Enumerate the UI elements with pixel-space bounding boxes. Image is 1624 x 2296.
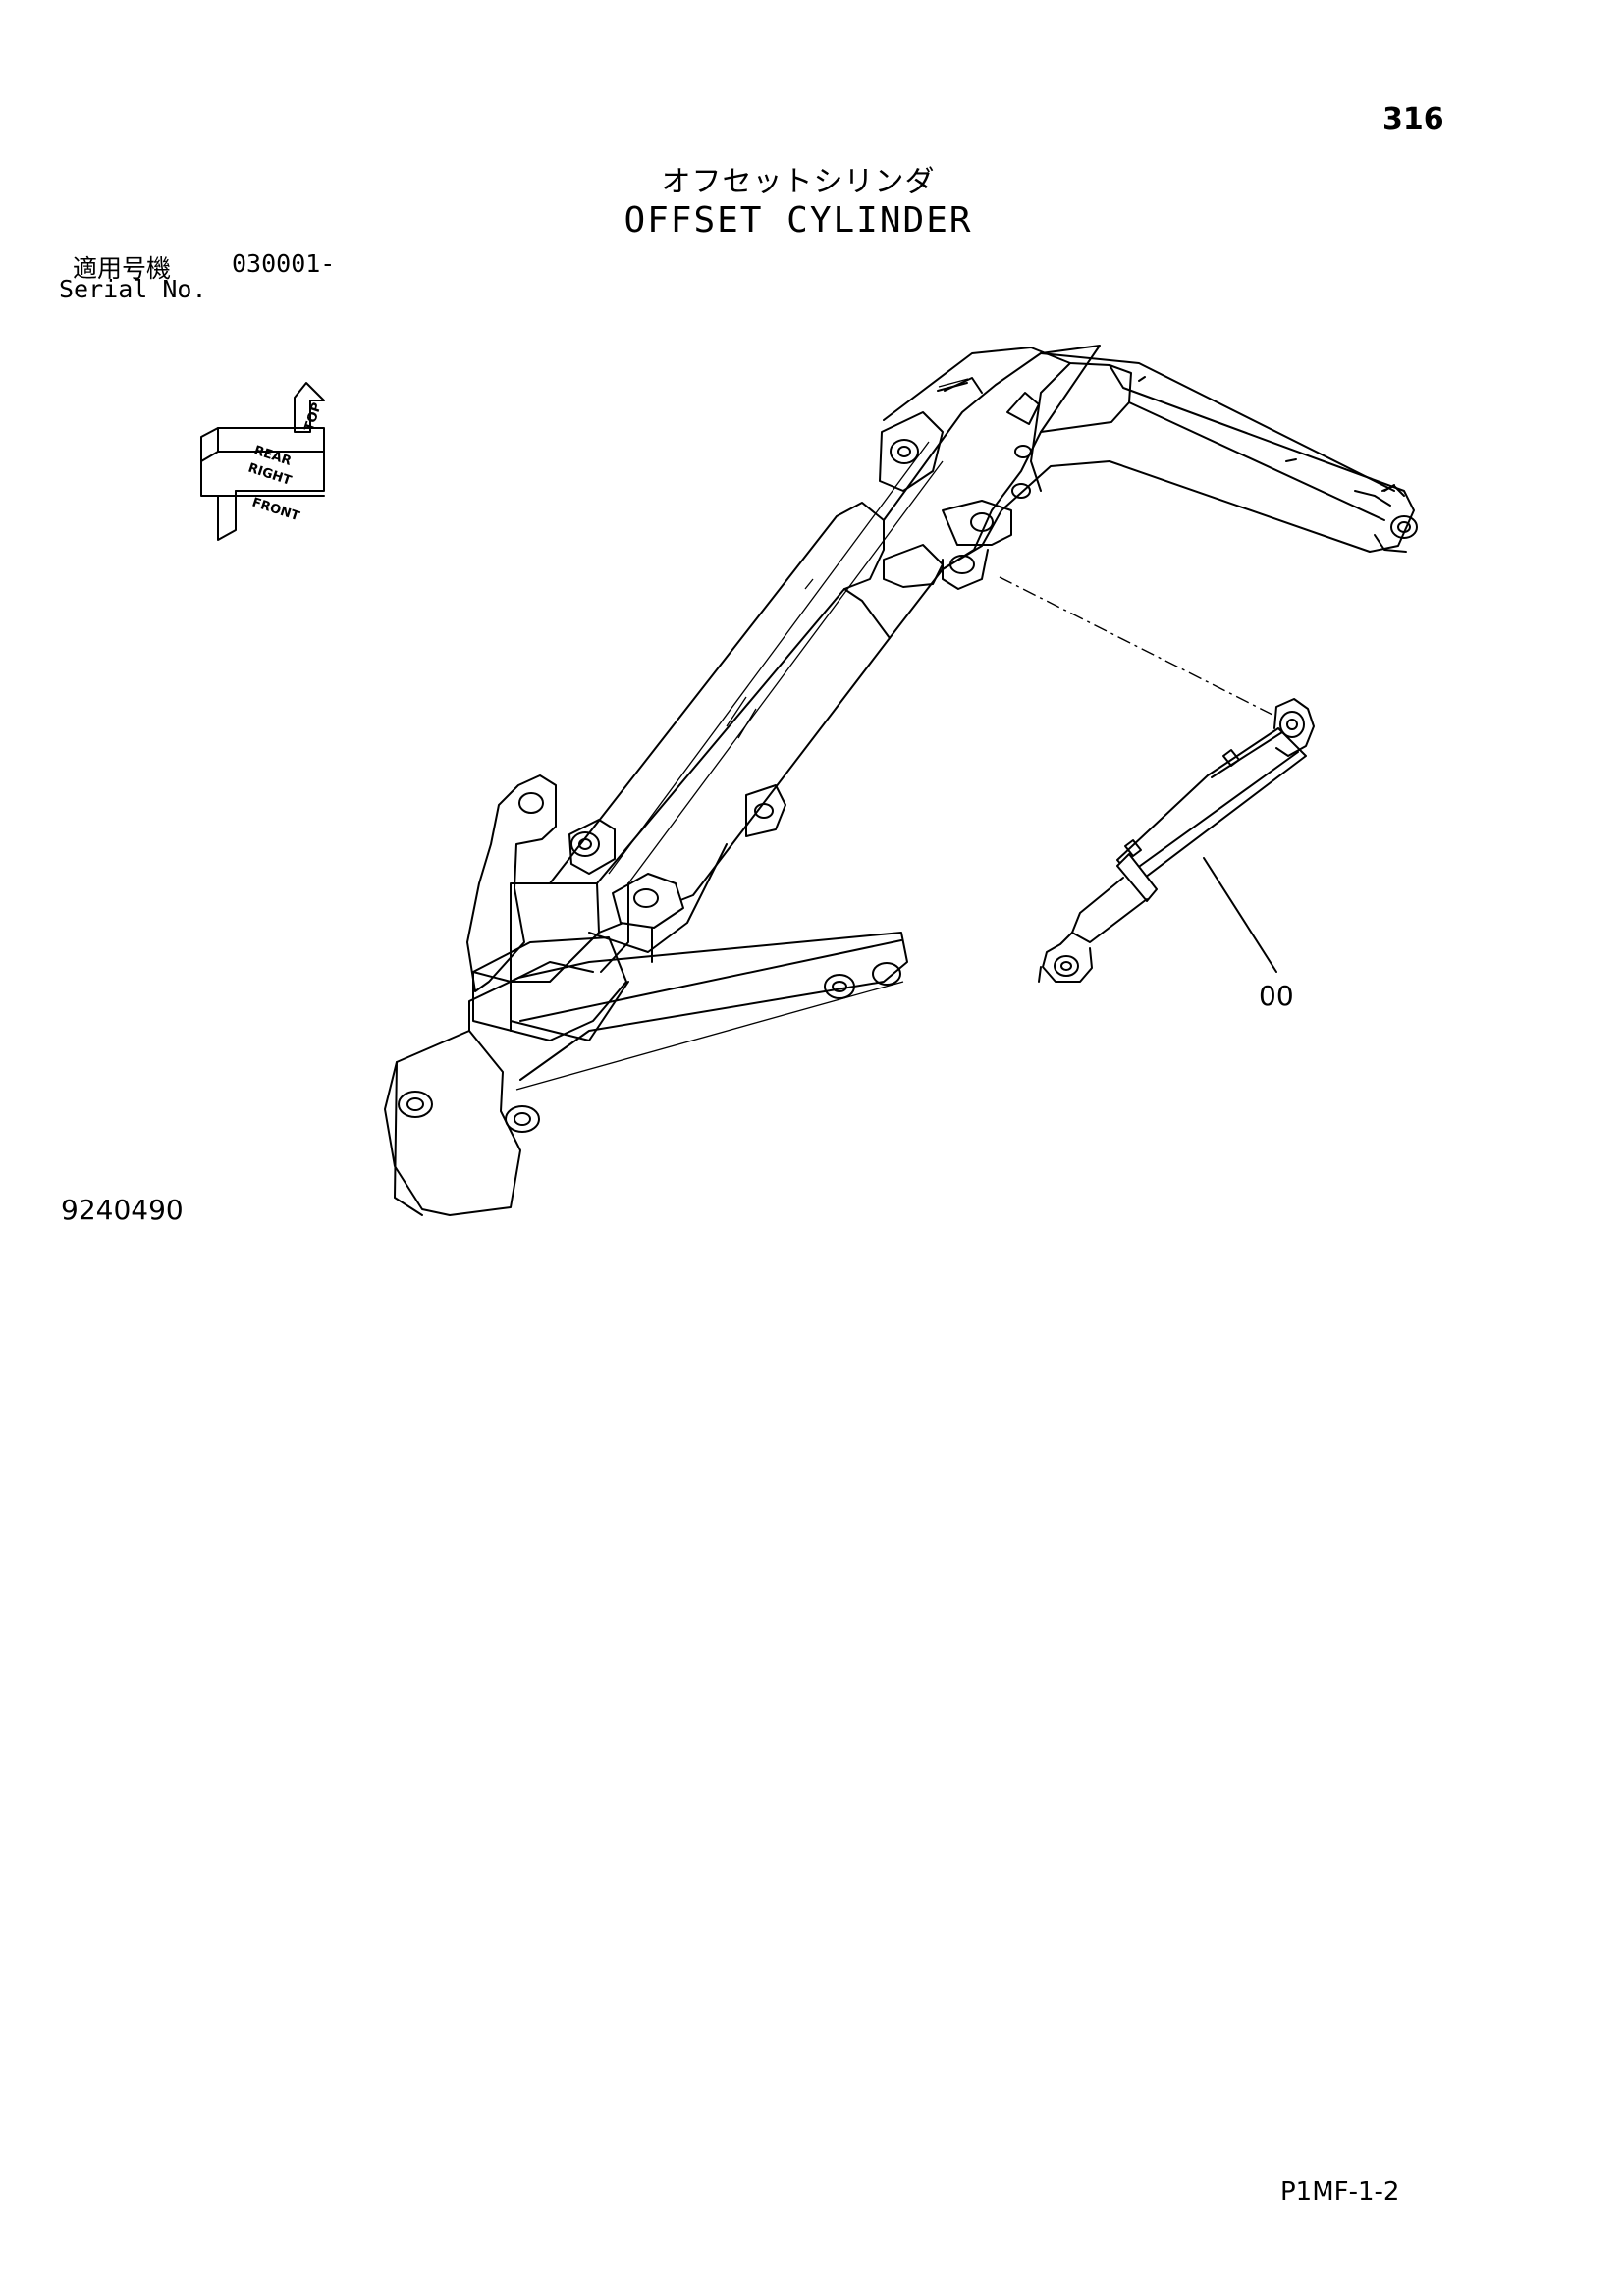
upper-boom-drawing [466,345,1101,992]
title-english: OFFSET CYLINDER [623,200,973,240]
assembly-line [999,576,1277,718]
offset-cylinder-drawing [1038,698,1315,983]
item-callout-label: 00 [1259,980,1294,1012]
arm-drawing [879,347,1418,590]
offset-pivot-drawing [472,936,629,1041]
figure-number: 9240490 [61,1194,184,1226]
serial-label-english: Serial No. [59,275,207,303]
title-japanese: オフセットシリンダ [661,165,936,199]
serial-number-value: 030001- [232,249,336,278]
lower-boom-drawing [384,932,908,1216]
page-number: 316 [1382,102,1444,136]
serial-label-japanese: 適用号機 [73,254,172,283]
orientation-indicator-icon: RIGHT REAR FRONT TOP [200,382,325,541]
orientation-label-front: FRONT [250,496,301,525]
footer-code: P1MF-1-2 [1280,2177,1400,2207]
